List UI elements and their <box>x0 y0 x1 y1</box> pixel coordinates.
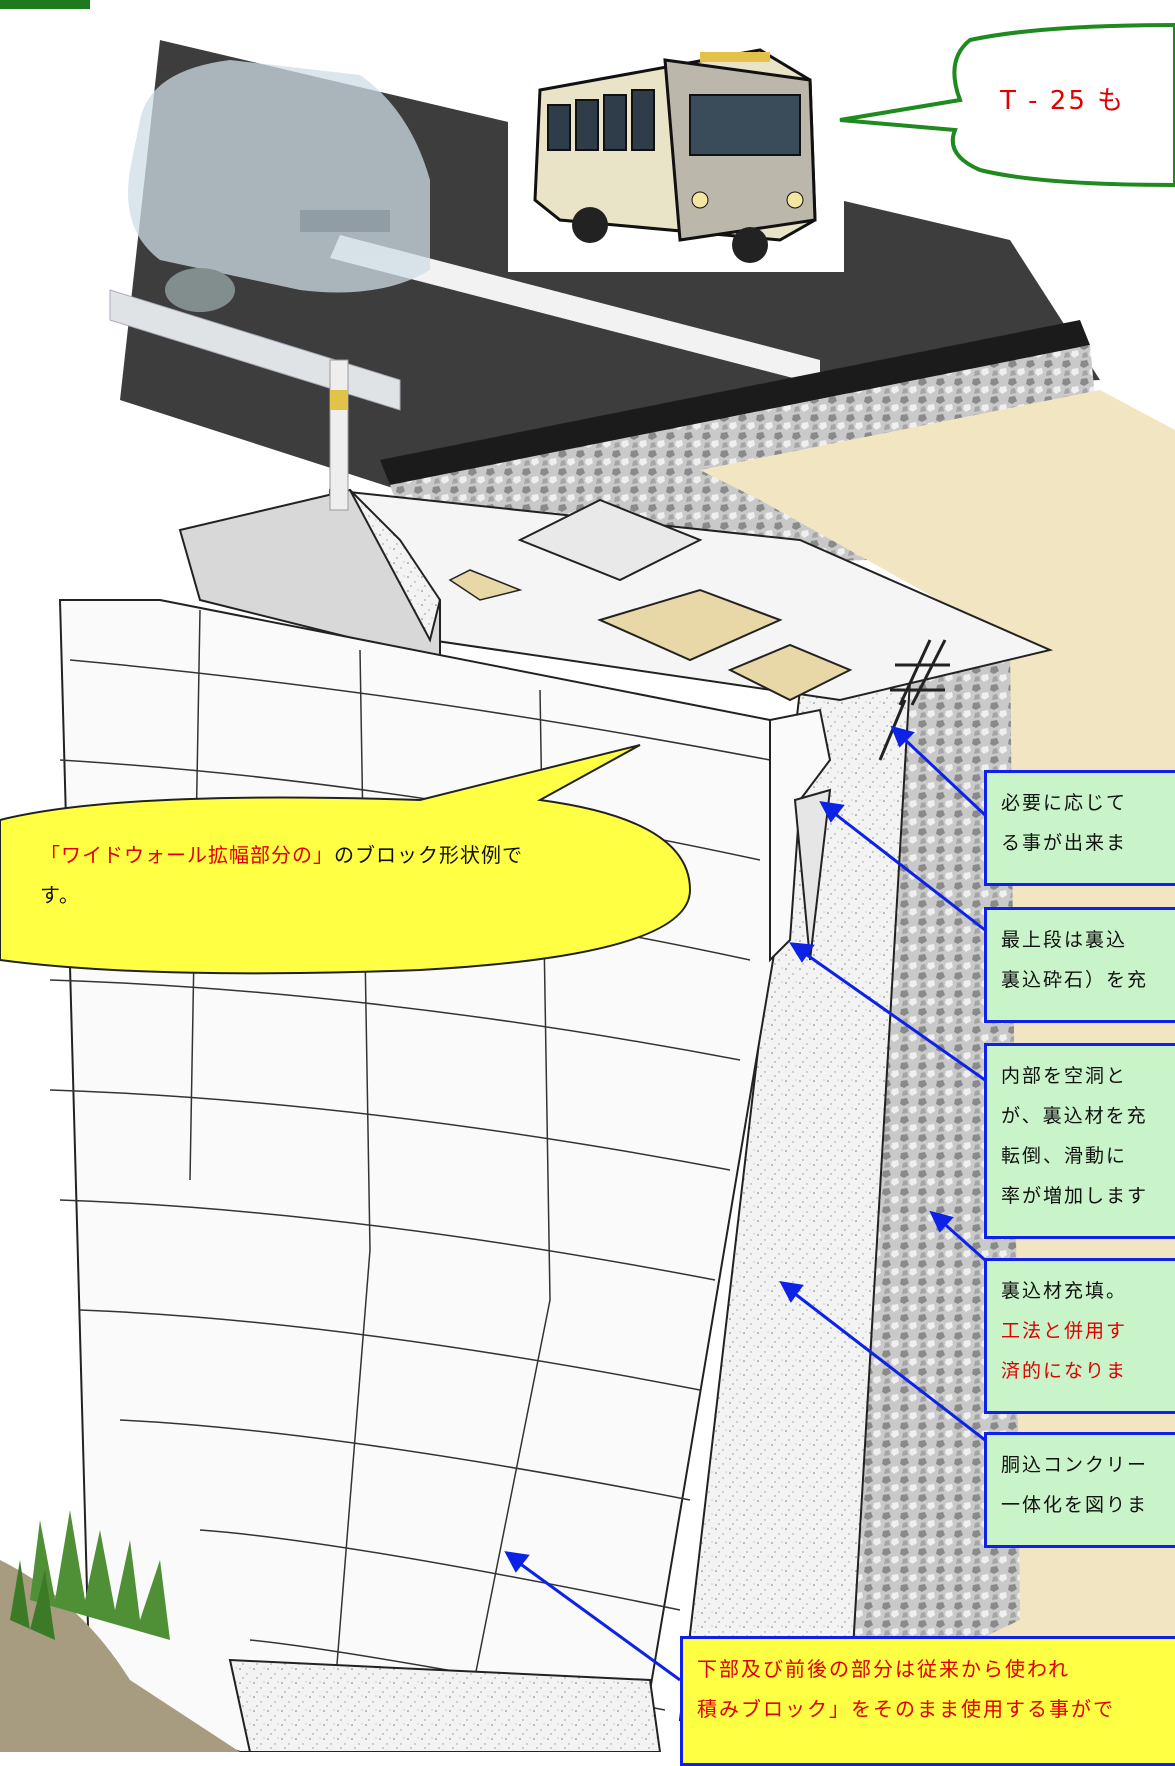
callout-line: 内部を空洞と <box>1001 1065 1128 1087</box>
callout-lower-blocks: 下部及び前後の部分は従来から使われ 積みブロック」をそのまま使用する事がで <box>680 1636 1175 1766</box>
callout-red-line: 済的になりま <box>1001 1360 1128 1382</box>
callout-backfill: 裏込材充填。 工法と併用す 済的になりま <box>984 1258 1175 1414</box>
callout-red-line: 工法と併用す <box>1001 1320 1128 1342</box>
left-bubble-text: 「ワイドウォール拡幅部分の」のブロック形状例です。 <box>40 835 560 915</box>
callout-line: 裏込砕石）を充 <box>1001 969 1149 991</box>
callout-line: る事が出来ま <box>1001 832 1128 854</box>
base-footing <box>228 1658 662 1752</box>
callout-line: が、裏込材を充 <box>1001 1105 1148 1127</box>
callout-line: 転倒、滑動に <box>1001 1145 1128 1167</box>
callout-line: 裏込材充填。 <box>1001 1280 1128 1302</box>
left-callout-bubble <box>0 744 692 975</box>
block-grid <box>49 609 771 1752</box>
wall-face <box>58 599 802 1752</box>
callout-line: 積みブロック」をそのまま使用する事がで <box>697 1697 1115 1721</box>
callout-line: 率が増加します <box>1001 1185 1149 1207</box>
speech-bubble-text: T - 25 も <box>1000 86 1126 116</box>
callout-line: 必要に応じて <box>1001 792 1128 814</box>
callout-rebar: 必要に応じて る事が出来ま <box>984 770 1175 886</box>
grass-illustration <box>0 1510 240 1752</box>
callout-top-row: 最上段は裏込 裏込砕石）を充 <box>984 907 1175 1023</box>
left-bubble-black-text: のブロック形状例です。 <box>40 843 523 907</box>
callout-line: 一体化を図りま <box>1001 1494 1149 1516</box>
speech-bubble-outline <box>839 22 1175 188</box>
callout-line: 下部及び前後の部分は従来から使われ <box>697 1657 1070 1681</box>
car-illustration <box>128 60 430 312</box>
guardrail <box>109 289 401 511</box>
pointer-arrows <box>504 725 987 1682</box>
callout-line: 最上段は裏込 <box>1001 929 1128 951</box>
callout-concrete: 胴込コンクリー 一体化を図りま <box>984 1432 1175 1548</box>
bus-illustration <box>508 40 844 272</box>
callout-line: 胴込コンクリー <box>1001 1454 1149 1476</box>
left-bubble-red-text: 「ワイドウォール拡幅部分の」 <box>40 843 334 867</box>
callout-hollow-interior: 内部を空洞と が、裏込材を充 転倒、滑動に 率が増加します <box>984 1043 1175 1239</box>
